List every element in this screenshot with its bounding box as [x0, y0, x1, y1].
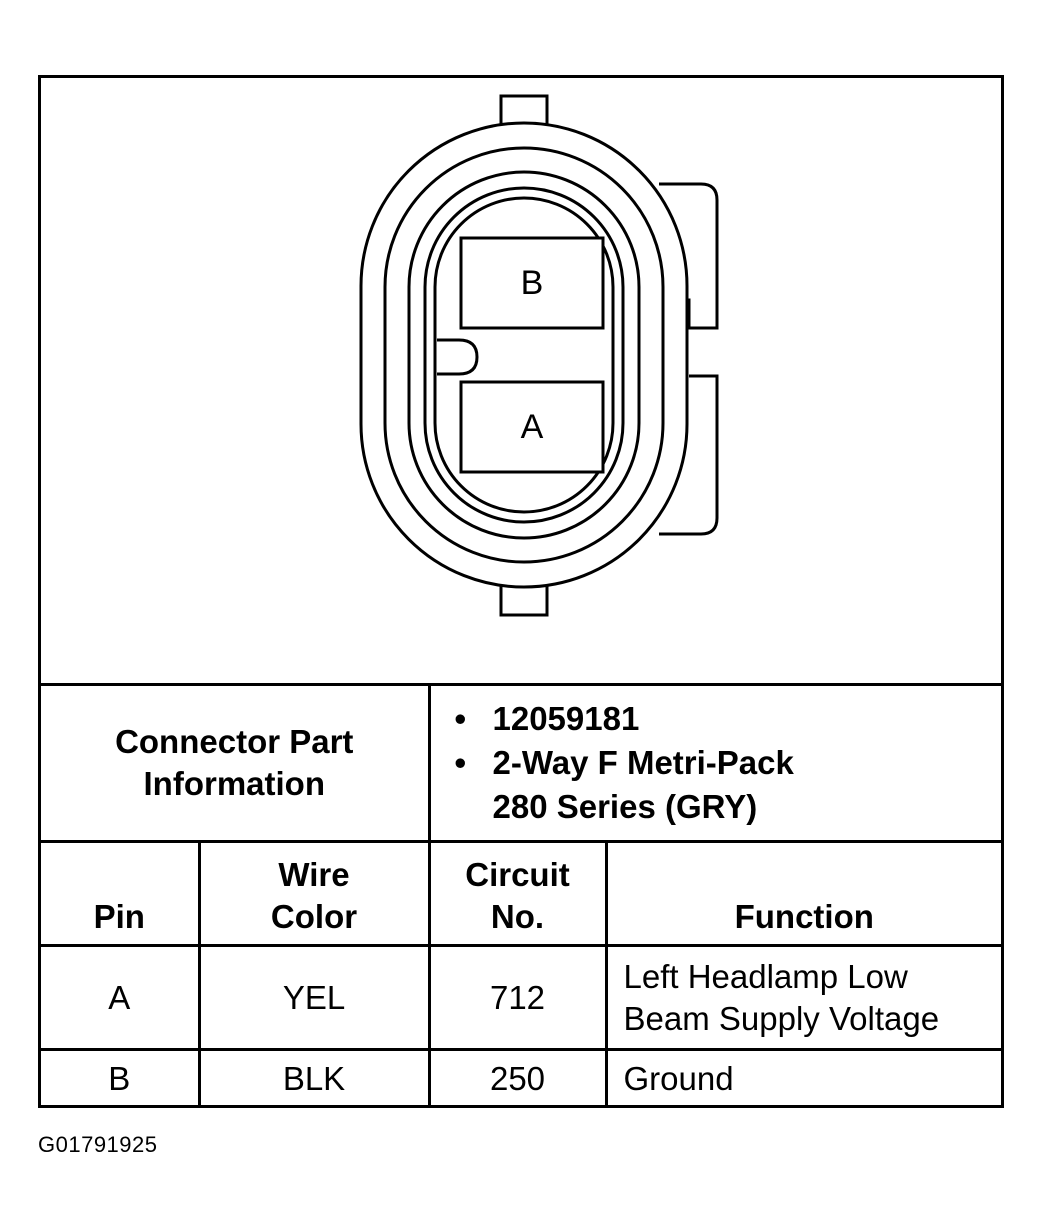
latch-lower	[659, 374, 719, 536]
info-value-cell: 12059181 2-Way F Metri-Pack 280 Series (G…	[427, 683, 1002, 843]
header-function-text: Function	[734, 898, 874, 935]
info-item-description: 2-Way F Metri-Pack 280 Series (GRY)	[455, 741, 1002, 829]
latch-upper	[659, 182, 719, 330]
connector-face-svg: B A	[359, 94, 719, 617]
header-no-text: No.	[490, 898, 545, 935]
header-circuit-text: Circuit	[465, 856, 570, 893]
pin-cavity-a	[459, 380, 605, 474]
row-a-function-line2: Beam Supply Voltage	[623, 999, 940, 1037]
table-row: B BLK 250 Ground	[41, 1048, 1001, 1107]
row-b-circuit: 250	[427, 1048, 608, 1107]
header-wire-color: Wire Color	[197, 840, 431, 947]
info-list: 12059181 2-Way F Metri-Pack 280 Series (G…	[455, 697, 1002, 829]
row-a-function: Left Headlamp Low Beam Supply Voltage	[604, 944, 1001, 1051]
info-row: Connector Part Information 12059181 2-Wa…	[41, 683, 1002, 843]
header-pin-text: Pin	[93, 898, 145, 935]
row-b-function: Ground	[604, 1048, 1001, 1107]
header-wire-text: Wire	[278, 856, 350, 893]
pin-label-a: A	[521, 408, 544, 446]
info-label-line2: Information	[143, 765, 325, 802]
shell-ring-2	[407, 170, 641, 540]
description-text: 2-Way F Metri-Pack	[492, 744, 794, 781]
outer-shell	[359, 121, 689, 589]
info-item-part-number: 12059181	[455, 697, 1002, 741]
description-line2-text: 280 Series (GRY)	[492, 788, 758, 825]
figure-id: G01791925	[38, 1132, 158, 1157]
info-label-line1: Connector Part	[115, 723, 354, 760]
info-label-cell: Connector Part Information	[41, 683, 431, 843]
row-a-pin: A	[41, 944, 201, 1051]
shell-ring-4	[433, 196, 615, 514]
pin-cavity-b	[459, 236, 605, 330]
table-row: A YEL 712 Left Headlamp Low Beam Supply …	[41, 944, 1001, 1051]
header-color-text: Color	[270, 898, 358, 935]
header-circuit: Circuit No.	[427, 840, 608, 947]
shell-ring-3	[423, 186, 625, 524]
row-b-wire-color: BLK	[197, 1048, 431, 1107]
row-b-pin: B	[41, 1048, 201, 1107]
header-row: Pin Wire Color Circuit No. Function	[41, 840, 1001, 947]
connector-table: Connector Part Information 12059181 2-Wa…	[41, 683, 1001, 1107]
header-function: Function	[604, 840, 1001, 947]
part-number-text: 12059181	[492, 700, 640, 737]
keying-bump	[437, 338, 479, 376]
diagram-frame: B A Connector Part Information 12059181 …	[38, 75, 1004, 1108]
pin-label-b: B	[521, 264, 544, 302]
row-a-function-line1: Left Headlamp Low	[623, 957, 908, 995]
header-pin: Pin	[41, 840, 201, 947]
row-a-wire-color: YEL	[197, 944, 431, 1051]
shell-ring-1	[383, 146, 665, 564]
connector-drawing: B A	[41, 78, 1001, 683]
bottom-tab	[499, 583, 549, 617]
row-a-circuit: 712	[427, 944, 608, 1051]
